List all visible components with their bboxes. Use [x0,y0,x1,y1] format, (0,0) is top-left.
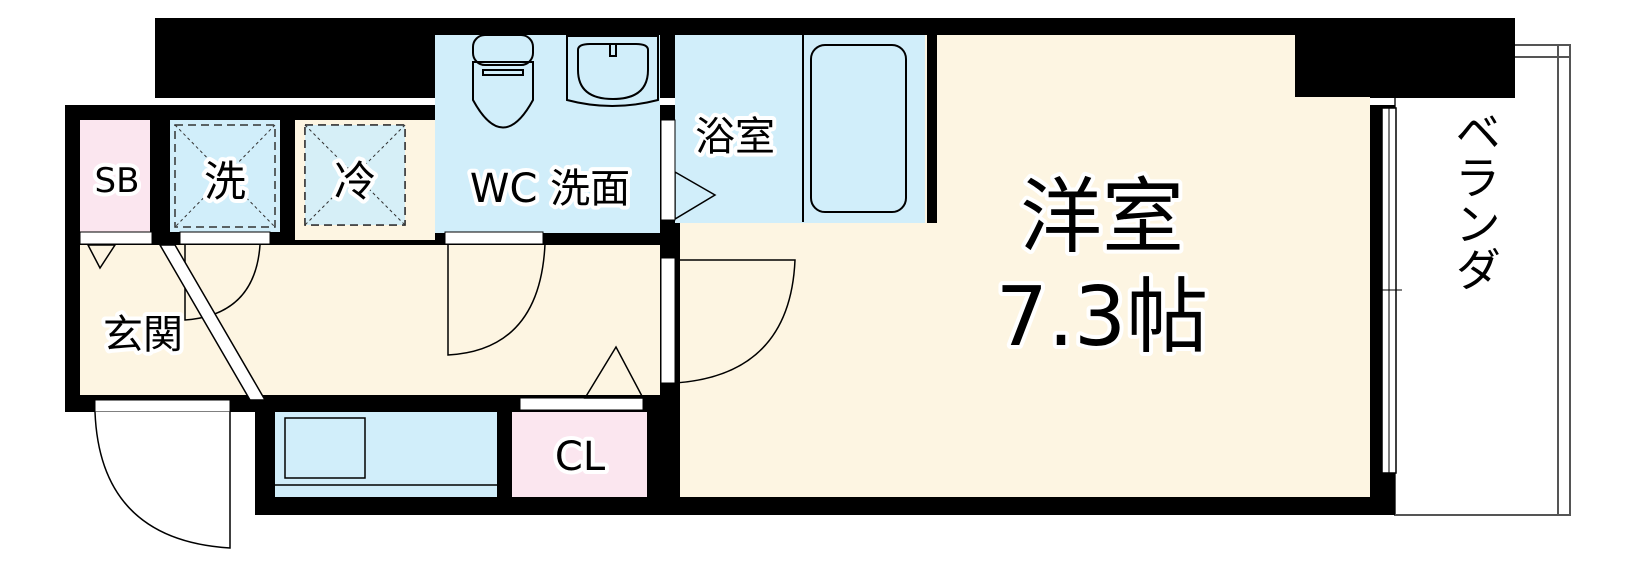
balcony-window [1377,107,1402,474]
balcony-label: ベランダ [1448,108,1502,292]
balcony [1394,44,1571,516]
fridge-label: 冷 [334,157,376,206]
sb-label: SB [95,161,140,201]
toilet-icon [472,34,534,129]
bath-label: 浴室 [695,114,775,160]
closet-label: CL [555,434,606,480]
wc-wash-label: WC 洗面 [470,166,630,212]
closet [512,412,647,497]
fridge-space [305,125,405,225]
sink-icon [566,35,659,107]
washer-label: 洗 [204,157,246,206]
western-room-size: 7.3帖 [996,270,1208,365]
shoe-box [80,120,150,232]
bathtub-icon [810,44,907,213]
entrance-label: 玄関 [103,312,183,358]
western-room-label: 洋室 [1020,170,1184,265]
